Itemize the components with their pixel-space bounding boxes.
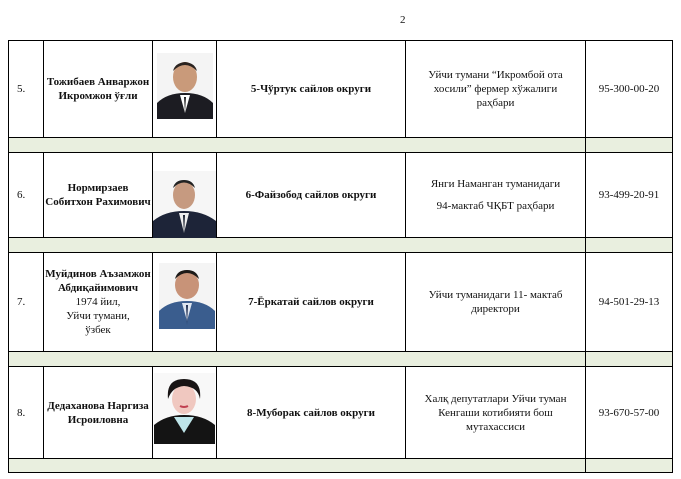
candidate-name: Муйдинов Аъзамжон Абдиқайимович (45, 268, 151, 294)
candidate-photo (153, 41, 217, 137)
position-line: 94-мактаб ЧҚБТ раҳбари (436, 200, 555, 212)
candidate-name: Дедаханова Наргиза Исроиловна (44, 367, 153, 458)
row-number: 5. (9, 41, 44, 137)
phone-number: 93-499-20-91 (598, 189, 660, 201)
page-number: 2 (400, 14, 406, 26)
table-row: 7. Муйдинов Аъзамжон Абдиқайимович 1974 … (9, 253, 672, 352)
candidate-position: Янги Наманган туманидаги 94-мактаб ЧҚБТ р… (406, 153, 586, 237)
row-number: 6. (9, 153, 44, 237)
table-row: 5. Тожибаев Анваржон Икромжон ўғли 5-Чўр… (9, 41, 672, 138)
spacer-row (9, 459, 672, 472)
candidate-position: Уйчи туманидаги 11- мактаб директори (406, 253, 586, 351)
position-line: Уйчи туманидаги 11- мактаб директори (428, 289, 563, 315)
electoral-district: 7-Ёркатай сайлов округи (217, 253, 406, 351)
spacer-row (9, 238, 672, 253)
position-line: Янги Наманган туманидаги (430, 178, 561, 190)
electoral-district: 5-Чўртук сайлов округи (217, 41, 406, 137)
candidate-name-cell: Муйдинов Аъзамжон Абдиқайимович 1974 йил… (44, 253, 153, 351)
candidate-birth-year: 1974 йил, (75, 296, 121, 308)
spacer-row (9, 352, 672, 367)
row-number: 8. (9, 367, 44, 458)
phone-number: 93-670-57-00 (598, 406, 660, 419)
electoral-district: 8-Муборак сайлов округи (217, 367, 406, 458)
candidate-name: Тожибаев Анваржон Икромжон ўғли (44, 41, 153, 137)
candidate-photo (153, 253, 217, 351)
table-row: 8. Дедаханова Наргиза Исроиловна 8-Мубор… (9, 367, 672, 459)
candidate-nationality: ўзбек (85, 324, 111, 336)
position-line: Халқ депутатлари Уйчи туман Кенгаши коти… (424, 392, 567, 433)
candidate-photo (153, 153, 217, 238)
candidates-table: 5. Тожибаев Анваржон Икромжон ўғли 5-Чўр… (8, 40, 673, 473)
candidate-position: Уйчи тумани “Икромбой ота хосили” фермер… (406, 41, 586, 137)
candidate-birthplace: Уйчи тумани, (66, 310, 130, 322)
table-row: 6. Нормирзаев Собитхон Рахимович 6-Файзо… (9, 153, 672, 238)
position-line: Уйчи тумани “Икромбой ота хосили” фермер… (428, 69, 563, 109)
candidate-position: Халқ депутатлари Уйчи туман Кенгаши коти… (406, 367, 586, 458)
row-number: 7. (9, 253, 44, 351)
spacer-row (9, 138, 672, 153)
phone-number: 95-300-00-20 (598, 83, 660, 95)
candidate-photo (153, 367, 217, 458)
phone-number: 94-501-29-13 (598, 296, 660, 308)
candidate-name: Нормирзаев Собитхон Рахимович (44, 153, 153, 237)
electoral-district: 6-Файзобод сайлов округи (217, 153, 406, 237)
